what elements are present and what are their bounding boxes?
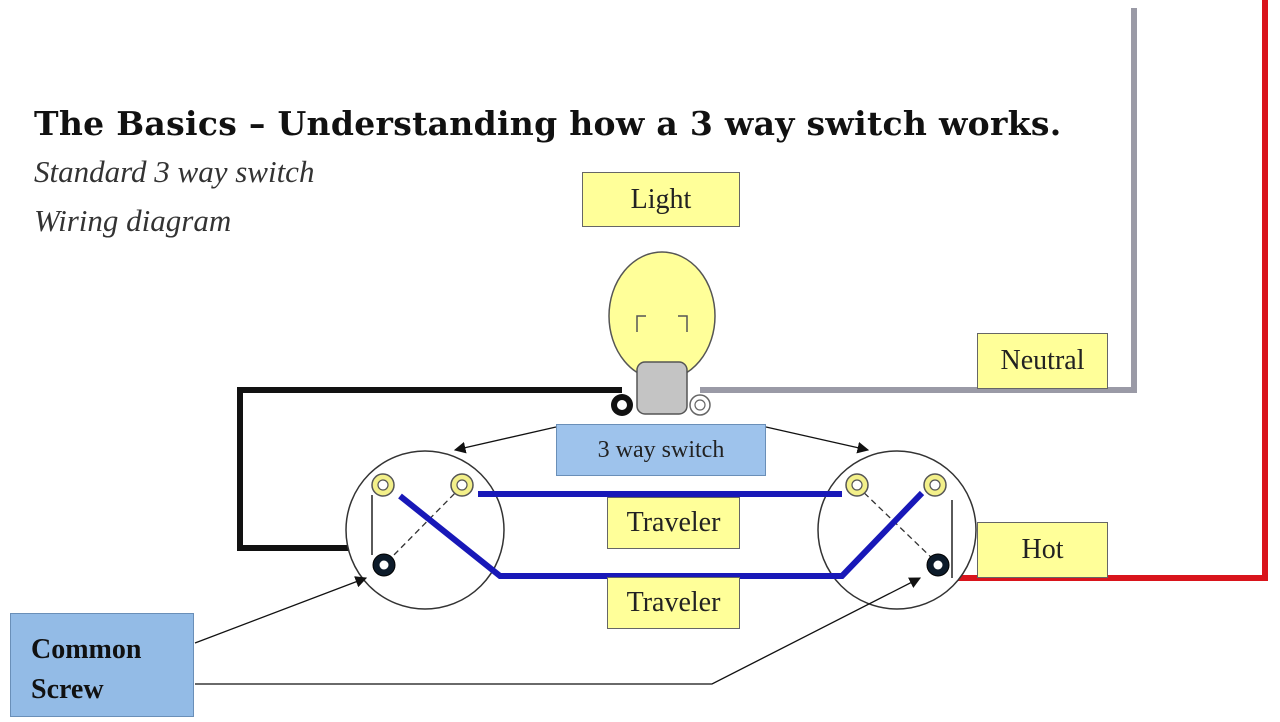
switch-arrow-right (765, 426, 870, 454)
traveler-top-label: Traveler (607, 497, 740, 549)
common-arrow-left (194, 576, 368, 644)
right-switch-dashed-path (856, 485, 937, 563)
common-screw-label-line2: Screw (31, 674, 104, 705)
switch-arrow-left (453, 426, 557, 454)
right-traveler-terminal-a (845, 473, 869, 497)
neutral-label: Neutral (977, 333, 1108, 389)
diagram-subtitle-line1: Standard 3 way switch (34, 154, 315, 189)
left-traveler-terminal-b (450, 473, 474, 497)
common-arrow-right (195, 577, 922, 685)
right-traveler-terminal-b (923, 473, 947, 497)
hot-label: Hot (977, 522, 1108, 578)
left-traveler-terminal-a (371, 473, 395, 497)
switch-leg-wire (237, 387, 622, 551)
light-label: Light (582, 172, 740, 227)
common-screw-label: Common Screw (10, 613, 194, 717)
traveler-bottom-label: Traveler (607, 577, 740, 629)
neutral-wire (700, 8, 1137, 393)
left-switch-body (345, 450, 505, 610)
traveler-wire-bottom (398, 490, 925, 579)
common-screw-label-line1: Common (31, 634, 142, 665)
light-bulb-icon (608, 251, 716, 416)
diagram-title: The Basics – Understanding how a 3 way s… (34, 104, 1062, 143)
diagram-subtitle-line2: Wiring diagram (34, 203, 232, 238)
three-way-switch-label: 3 way switch (556, 424, 766, 476)
hot-wire (950, 0, 1268, 581)
right-common-screw (926, 553, 950, 577)
left-common-screw (372, 553, 396, 577)
left-switch-dashed-path (386, 485, 463, 563)
